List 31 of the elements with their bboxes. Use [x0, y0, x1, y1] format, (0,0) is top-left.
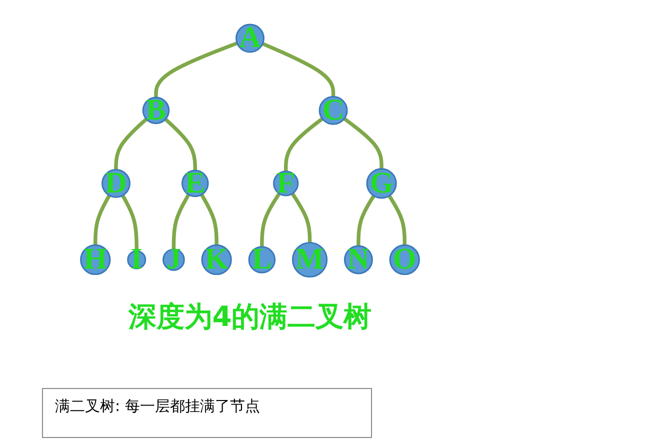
- connector: [172, 194, 190, 250]
- note-text: 满二叉树: 每一层都挂满了节点: [55, 397, 260, 415]
- connector: [260, 192, 281, 247]
- connector: [343, 117, 384, 169]
- connector: [284, 117, 324, 172]
- node-circle: A: [236, 24, 264, 53]
- connector: [262, 42, 336, 97]
- node-circle: B: [142, 96, 170, 124]
- node-circle: K: [201, 244, 232, 276]
- node-circle: C: [318, 96, 348, 125]
- node-circle: D: [102, 168, 130, 198]
- node-circle: H: [80, 244, 111, 276]
- connector: [164, 118, 197, 171]
- caption: 深度为4的满二叉树: [127, 299, 373, 335]
- node-circle: N: [344, 245, 373, 274]
- connector: [200, 194, 218, 246]
- node-circle: O: [389, 244, 420, 276]
- node-circle: F: [273, 170, 299, 196]
- connector: [356, 194, 376, 246]
- connector: [121, 194, 138, 251]
- connector: [154, 41, 238, 98]
- connector: [94, 194, 111, 246]
- node-circle: E: [181, 170, 209, 198]
- connector: [388, 194, 406, 246]
- node-circle: I: [127, 250, 146, 270]
- node-circle: J: [162, 248, 185, 271]
- node-circle: G: [366, 168, 397, 199]
- connector: [290, 192, 312, 243]
- node-circle: L: [248, 246, 276, 274]
- connector: [114, 118, 148, 170]
- node-circle: M: [292, 242, 328, 278]
